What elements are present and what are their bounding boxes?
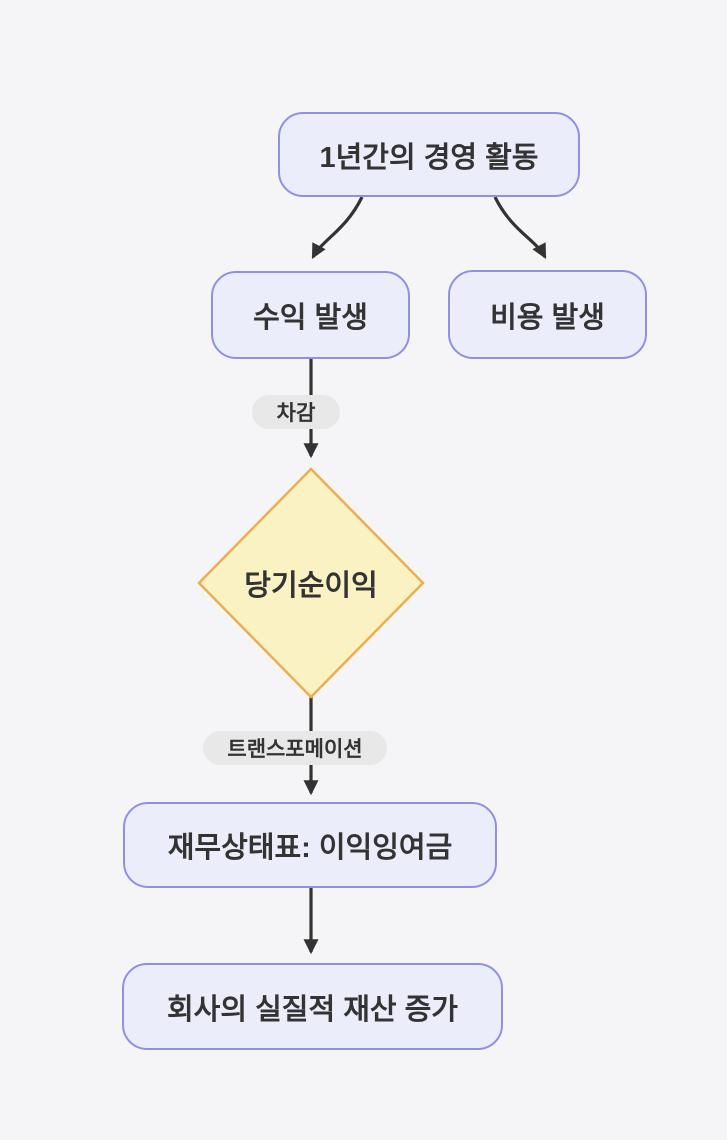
node-activity: 1년간의 경영 활동	[278, 112, 580, 197]
node-balance-sheet: 재무상태표: 이익잉여금	[123, 802, 497, 888]
node-expense: 비용 발생	[448, 270, 647, 359]
node-asset-increase: 회사의 실질적 재산 증가	[122, 963, 503, 1050]
node-netincome-diamond	[197, 467, 425, 699]
edge-activity-revenue	[311, 196, 364, 259]
edge-label-deduct: 차감	[252, 395, 340, 429]
edge-label-transformation: 트랜스포메이션	[203, 731, 387, 765]
edge-activity-expense	[493, 196, 547, 259]
node-netincome-label: 당기순이익	[244, 570, 378, 602]
node-revenue: 수익 발생	[211, 271, 410, 359]
